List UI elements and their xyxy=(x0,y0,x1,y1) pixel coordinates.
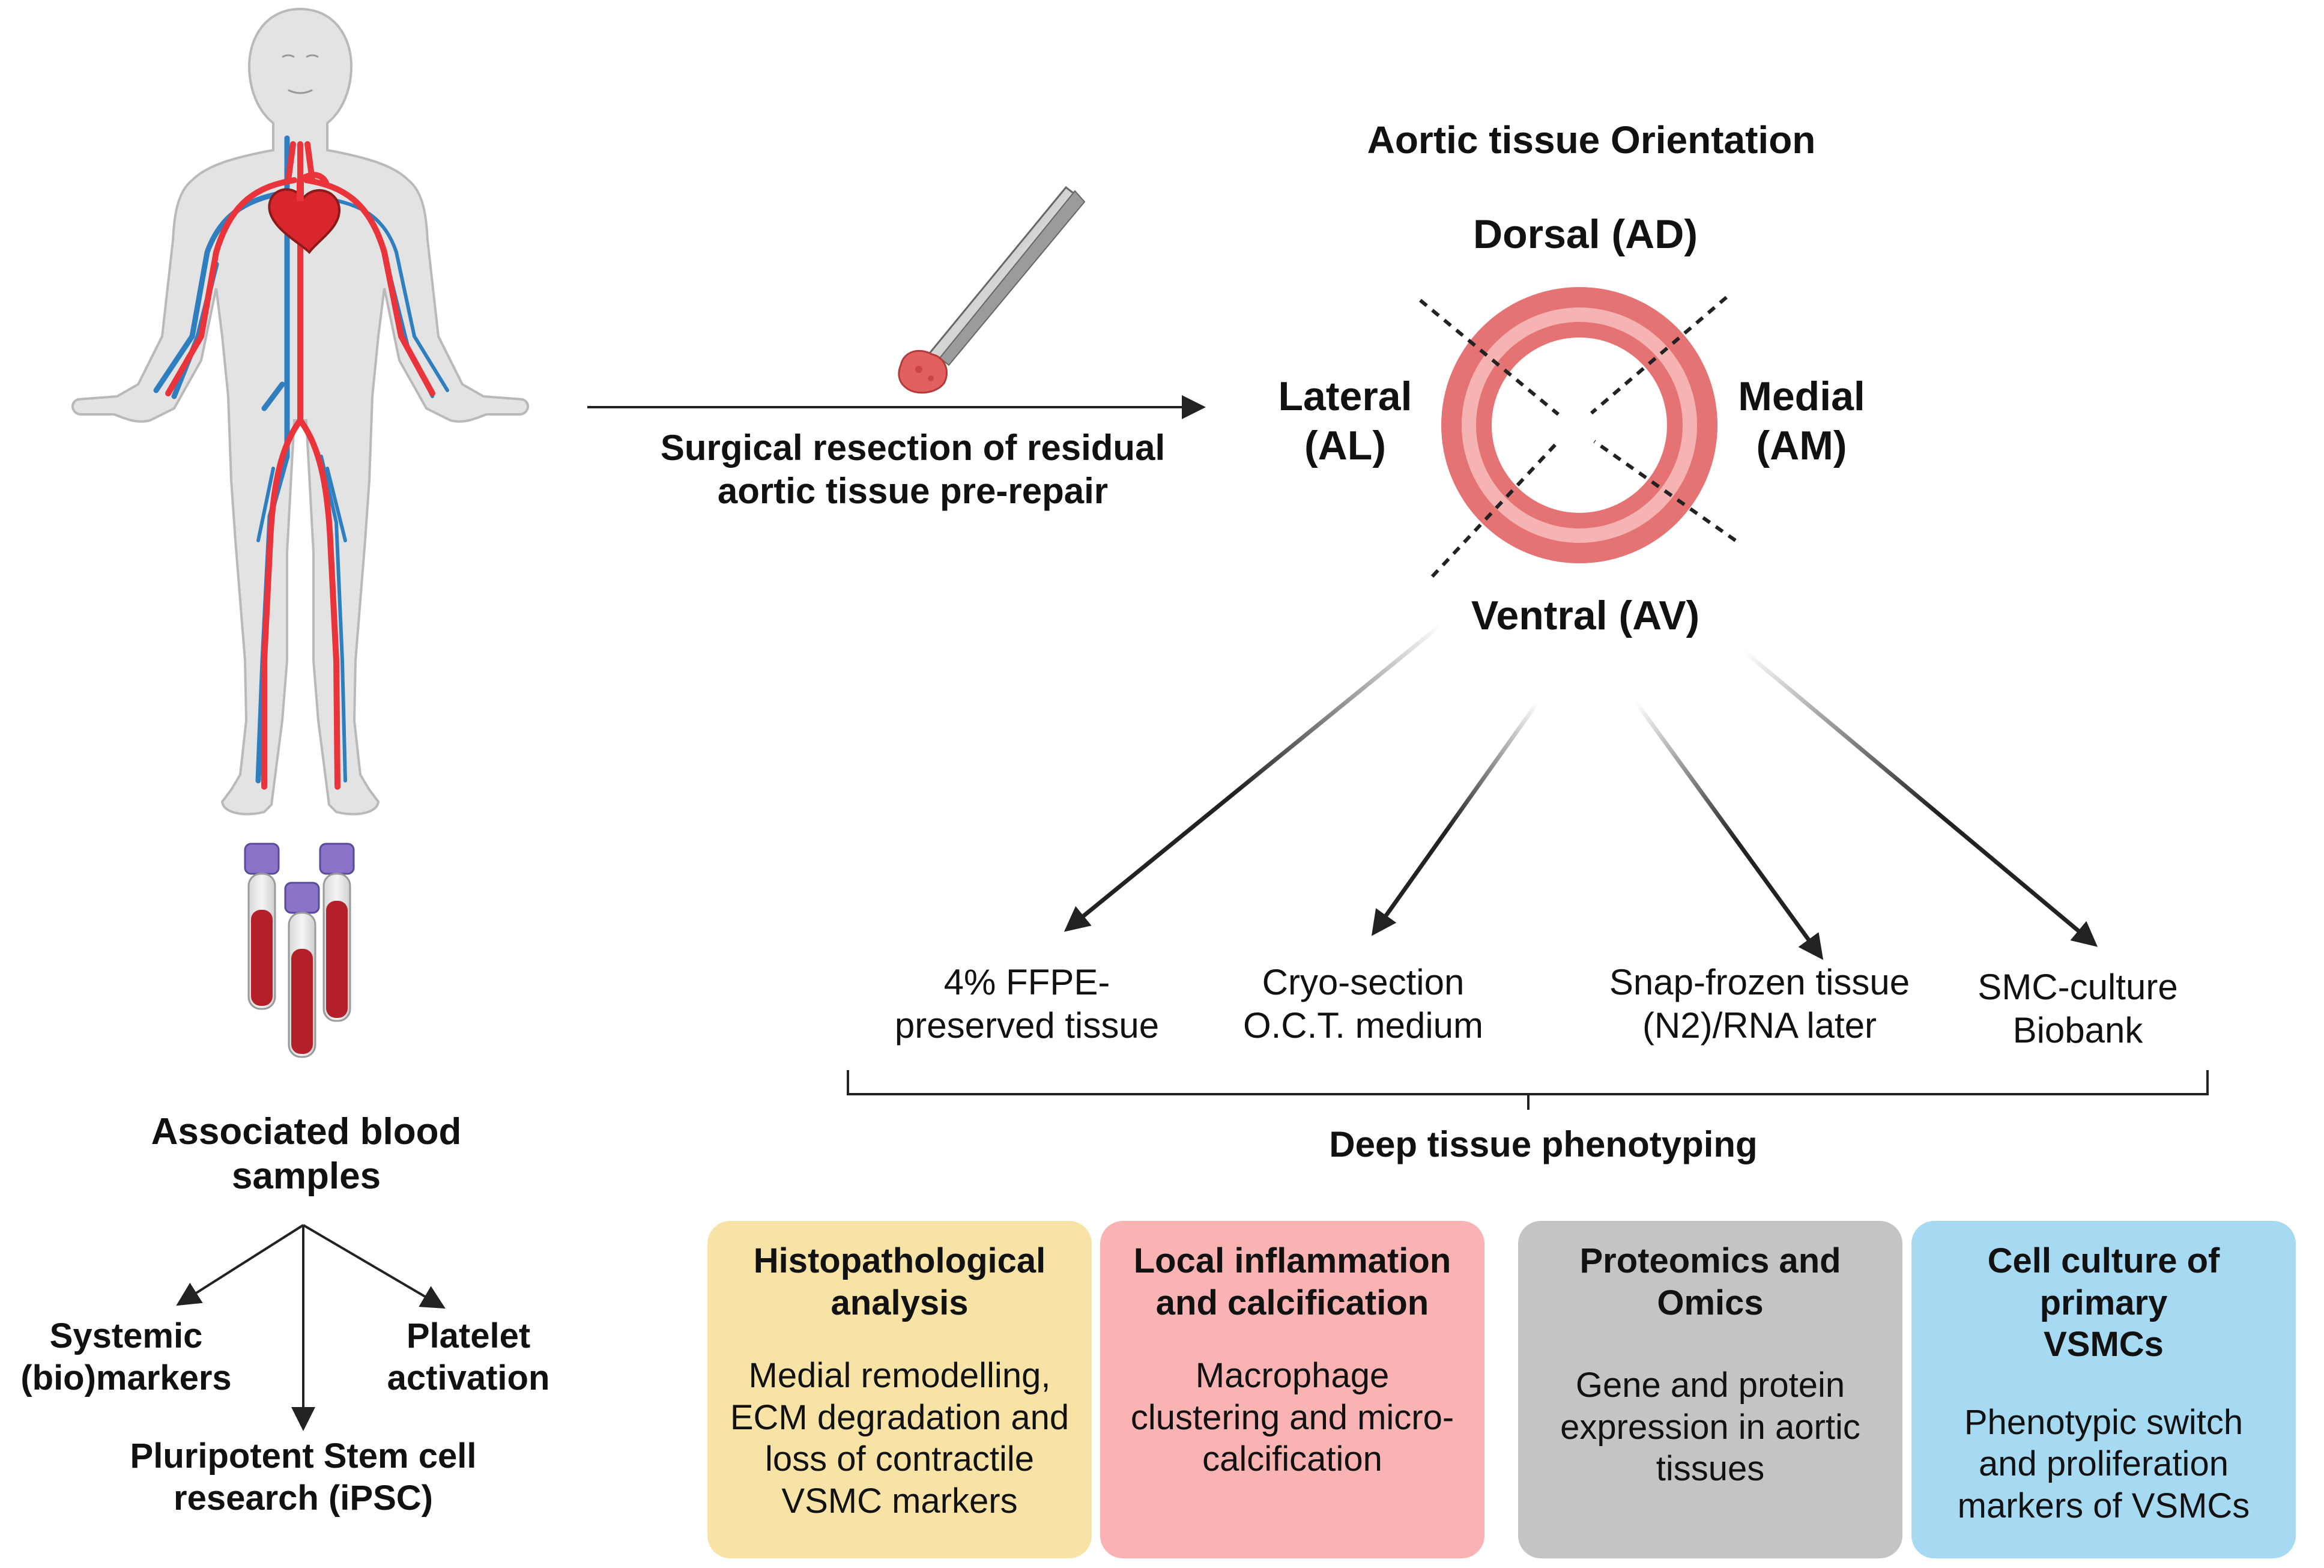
arrow-ffpe xyxy=(1064,623,1443,932)
label-dorsal: Dorsal (AD) xyxy=(1472,211,1698,257)
human-body-icon xyxy=(71,7,529,816)
arrow-cryo xyxy=(1371,701,1539,936)
orientation-cut-lines xyxy=(1419,295,1737,578)
storage-snapfrozen: Snap-frozen tissue(N2)/RNA later xyxy=(1609,962,1910,1046)
blood-tube-icon xyxy=(319,843,355,1022)
diagram-title: Aortic tissue Orientation xyxy=(1367,118,1816,162)
label-systemic-biomarkers: Systemic(bio)markers xyxy=(20,1316,232,1397)
label-medial: Medial(AM) xyxy=(1738,374,1865,468)
label-ventral: Ventral (AV) xyxy=(1471,593,1700,638)
aortic-ring-icon xyxy=(1441,287,1717,563)
arrow-snapfrozen xyxy=(1635,701,1824,960)
blood-branch-arrows xyxy=(176,1224,446,1431)
phenotyping-label: Deep tissue phenotyping xyxy=(1329,1124,1758,1164)
arrow-biobank xyxy=(1743,650,2098,947)
storage-ffpe: 4% FFPE-preserved tissue xyxy=(894,962,1160,1046)
storage-arrows xyxy=(1064,623,2098,960)
blood-tube-icon xyxy=(284,882,320,1058)
label-lateral: Lateral(AL) xyxy=(1278,374,1412,468)
phenotyping-bracket xyxy=(847,1070,2209,1110)
blood-tubes xyxy=(244,843,355,1058)
tissue-sample-icon xyxy=(898,350,948,394)
blood-tube-icon xyxy=(244,843,280,1010)
forceps-icon xyxy=(928,186,1086,366)
